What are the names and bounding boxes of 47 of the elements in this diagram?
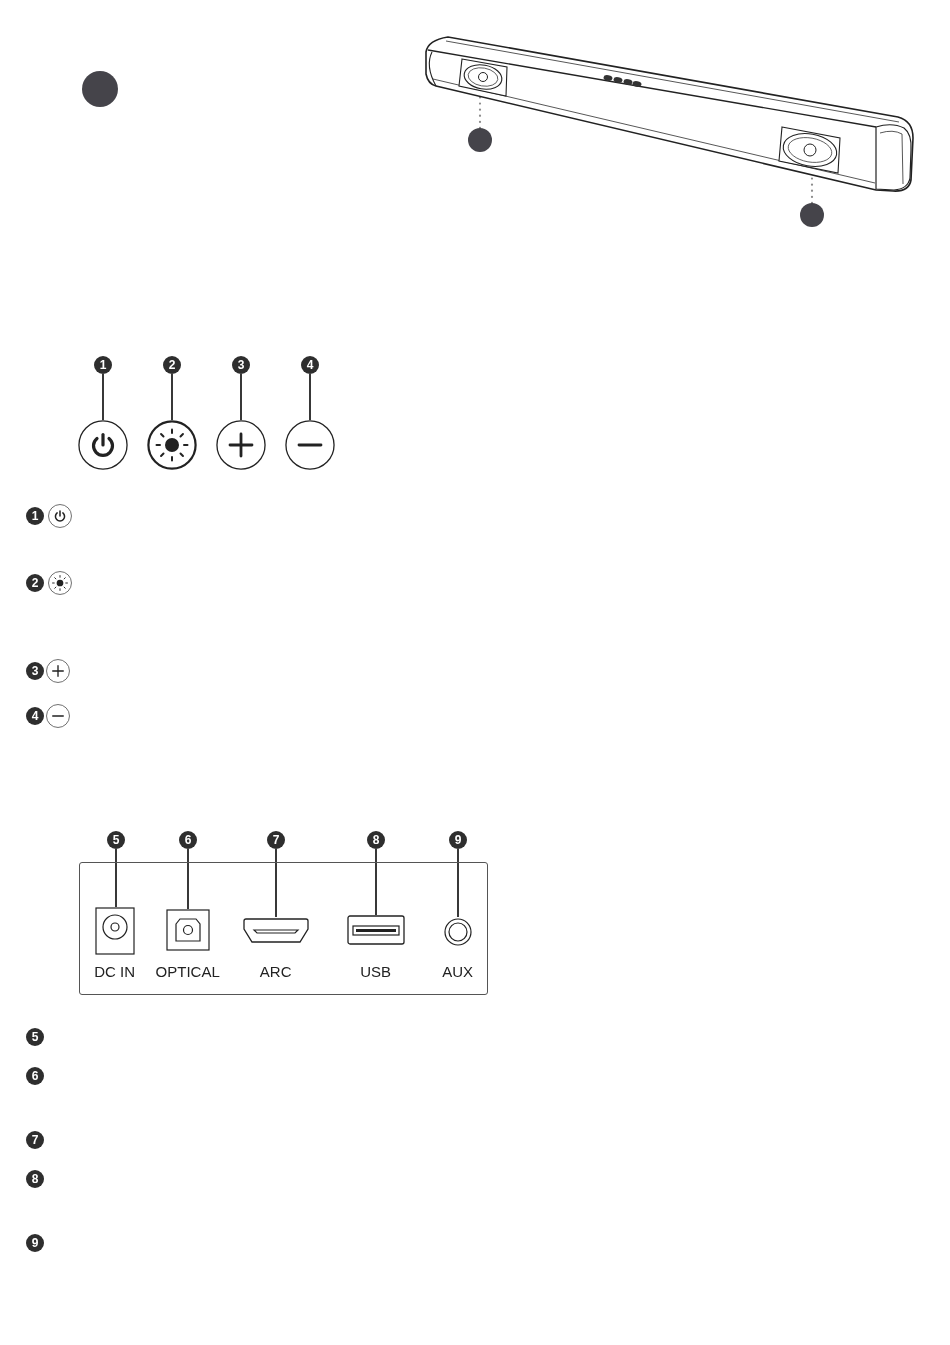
- speaker-drawing: [778, 126, 841, 174]
- callout-number: 9: [449, 831, 467, 849]
- callout-number: 5: [107, 831, 125, 849]
- callout-number: 2: [163, 356, 181, 374]
- minus-icon: [46, 704, 70, 728]
- callout-number: 6: [179, 831, 197, 849]
- plus-button-icon: [216, 420, 266, 470]
- leader-line: [187, 848, 189, 910]
- callout-number: 7: [26, 1131, 44, 1149]
- callout-number: 4: [301, 356, 319, 374]
- connector-panel: [79, 862, 488, 995]
- port-label: ARC: [258, 961, 293, 982]
- callout-number: 4: [26, 707, 44, 725]
- leader-line: [171, 373, 173, 421]
- callout-number: 8: [367, 831, 385, 849]
- minus-button-icon: [285, 420, 335, 470]
- callout-number: 8: [26, 1170, 44, 1188]
- leader-line: [457, 848, 459, 918]
- callout-number: 5: [26, 1028, 44, 1046]
- power-icon: [48, 504, 72, 528]
- power-button-icon: [78, 420, 128, 470]
- callout-number: 1: [94, 356, 112, 374]
- callout-number: 1: [26, 507, 44, 525]
- callout-number: 7: [267, 831, 285, 849]
- callout-dot-icon: [800, 203, 824, 227]
- plus-icon: [46, 659, 70, 683]
- leader-line: [375, 848, 377, 916]
- port-label: AUX: [441, 961, 475, 982]
- brightness-button-icon: [147, 420, 197, 470]
- leader-line: [102, 373, 104, 421]
- brightness-icon: [48, 571, 72, 595]
- callout-number: 3: [26, 662, 44, 680]
- callout-number: 9: [26, 1234, 44, 1252]
- leader-line: [115, 848, 117, 908]
- callout-dot-icon: [82, 71, 118, 107]
- callout-number: 3: [232, 356, 250, 374]
- callout-number: 6: [26, 1067, 44, 1085]
- callout-dot-icon: [468, 128, 492, 152]
- leader-line: [478, 95, 482, 130]
- speaker-drawing: [458, 58, 508, 97]
- leader-line: [309, 373, 311, 421]
- leader-line: [275, 848, 277, 918]
- port-label: OPTICAL: [154, 961, 221, 982]
- leader-line: [240, 373, 242, 421]
- port-label: USB: [359, 961, 393, 982]
- callout-number: 2: [26, 574, 44, 592]
- port-label: DC IN: [93, 961, 137, 982]
